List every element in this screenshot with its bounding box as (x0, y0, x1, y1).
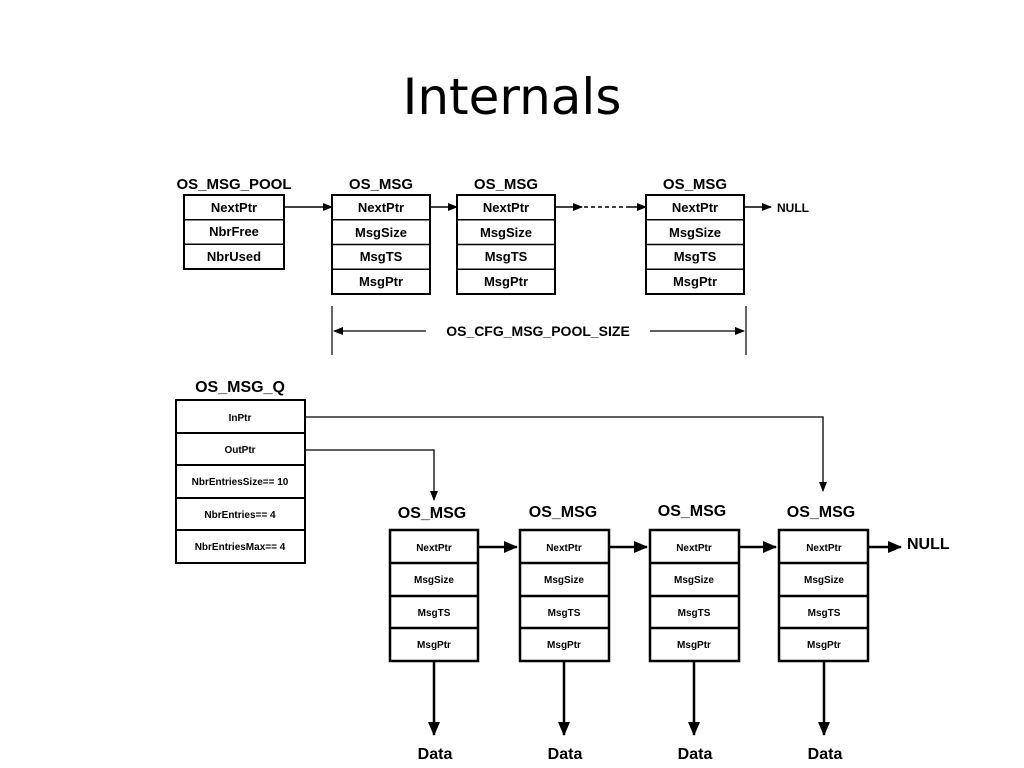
queue-field-inptr: InPtr (229, 413, 252, 424)
queue-msg-1: NextPtr MsgSize MsgTS MsgPtr (388, 528, 480, 663)
queue-null-label: NULL (907, 536, 950, 553)
pool-msg-1: NextPtr MsgSize MsgTS MsgPtr (331, 194, 431, 295)
queue-field-nbrentries: NbrEntries== 4 (204, 510, 276, 521)
pool-field-nbrfree: NbrFree (209, 224, 259, 239)
queue-msg-4-nextptr: NextPtr (806, 543, 842, 554)
queue-field-outptr: OutPtr (224, 445, 255, 456)
inptr-arrow (305, 416, 827, 492)
queue-msg-3-msgsize: MsgSize (674, 575, 714, 586)
data-arrows (428, 661, 830, 736)
queue-msg-2-msgptr: MsgPtr (547, 640, 581, 651)
queue-msg-3: NextPtr MsgSize MsgTS MsgPtr (648, 528, 741, 663)
pool-msg-3: NextPtr MsgSize MsgTS MsgPtr (645, 194, 745, 295)
queue-msg-2: NextPtr MsgSize MsgTS MsgPtr (518, 528, 611, 663)
pool-msg-1-msgsize: MsgSize (355, 225, 407, 240)
pool-field-nextptr: NextPtr (211, 200, 257, 215)
data-label-1: Data (418, 746, 453, 763)
queue-label: OS_MSG_Q (195, 379, 285, 396)
pool-msg-3-msgsize: MsgSize (669, 225, 721, 240)
pool-msg-2: NextPtr MsgSize MsgTS MsgPtr (456, 194, 556, 295)
pool-null-label: NULL (777, 201, 809, 215)
queue-msg-4: NextPtr MsgSize MsgTS MsgPtr (777, 528, 870, 663)
data-label-4: Data (808, 746, 843, 763)
queue-msg-3-msgptr: MsgPtr (677, 640, 711, 651)
pool-msg-2-nextptr: NextPtr (483, 200, 529, 215)
queue-msg-3-msgts: MsgTS (678, 608, 711, 619)
queue-field-nbrentriessize: NbrEntriesSize== 10 (192, 477, 289, 488)
pool-msg-1-label: OS_MSG (349, 176, 413, 193)
queue-msg-3-label: OS_MSG (658, 503, 726, 520)
queue-msg-2-nextptr: NextPtr (546, 543, 582, 554)
pool-size-label: OS_CFG_MSG_POOL_SIZE (446, 323, 630, 339)
pool-msg-3-label: OS_MSG (663, 176, 727, 193)
queue-msg-1-nextptr: NextPtr (416, 543, 452, 554)
pool-field-nbrused: NbrUsed (207, 249, 261, 264)
outptr-arrow (305, 449, 438, 501)
pool-label: OS_MSG_POOL (176, 176, 291, 193)
pool-msg-1-nextptr: NextPtr (358, 200, 404, 215)
queue-msg-1-msgptr: MsgPtr (417, 640, 451, 651)
queue-msg-4-msgptr: MsgPtr (807, 640, 841, 651)
pool-struct: NextPtr NbrFree NbrUsed (183, 194, 285, 270)
slide-title: Internals (402, 68, 622, 126)
queue-msg-1-msgsize: MsgSize (414, 575, 454, 586)
queue-msg-1-label: OS_MSG (398, 505, 466, 522)
queue-struct: InPtr OutPtr NbrEntriesSize== 10 NbrEntr… (175, 399, 306, 564)
queue-msg-4-msgts: MsgTS (808, 608, 841, 619)
pool-size-dimension (331, 306, 747, 355)
queue-field-nbrentriesmax: NbrEntriesMax== 4 (195, 542, 286, 553)
queue-msg-3-nextptr: NextPtr (676, 543, 712, 554)
queue-msg-2-label: OS_MSG (529, 504, 597, 521)
pool-msg-2-msgsize: MsgSize (480, 225, 532, 240)
pool-msg-2-label: OS_MSG (474, 176, 538, 193)
queue-msg-2-msgsize: MsgSize (544, 575, 584, 586)
data-label-2: Data (548, 746, 583, 763)
pool-msg-2-msgts: MsgTS (485, 249, 528, 264)
queue-msg-4-msgsize: MsgSize (804, 575, 844, 586)
pool-msg-3-msgts: MsgTS (674, 249, 717, 264)
pool-msg-3-nextptr: NextPtr (672, 200, 718, 215)
pool-msg-1-msgts: MsgTS (360, 249, 403, 264)
queue-msg-2-msgts: MsgTS (548, 608, 581, 619)
queue-msg-4-label: OS_MSG (787, 504, 855, 521)
pool-msg-3-msgptr: MsgPtr (673, 274, 717, 289)
pool-msg-2-msgptr: MsgPtr (484, 274, 528, 289)
queue-pointer-lines (305, 416, 827, 501)
queue-msg-1-msgts: MsgTS (418, 608, 451, 619)
data-label-3: Data (678, 746, 713, 763)
pool-msg-1-msgptr: MsgPtr (359, 274, 403, 289)
